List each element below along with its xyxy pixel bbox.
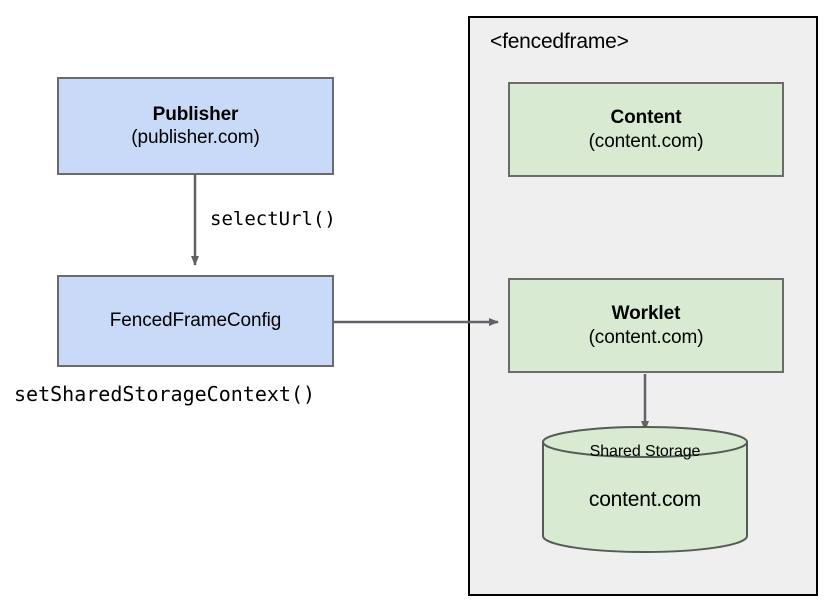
node-publisher: Publisher (publisher.com): [57, 77, 334, 175]
shared-storage-top-label: Shared Storage: [589, 443, 701, 460]
node-worklet-title: Worklet: [611, 303, 681, 325]
node-fenced-frame-config: FencedFrameConfig: [57, 275, 334, 367]
database-cylinder-icon: [542, 426, 748, 553]
node-fenced-frame-config-label: FencedFrameConfig: [109, 310, 282, 332]
node-publisher-subtitle: (publisher.com): [131, 127, 260, 148]
node-worklet-subtitle: (content.com): [588, 326, 704, 348]
node-worklet: Worklet (content.com): [508, 278, 784, 373]
annotation-set-shared-storage-context: setSharedStorageContext(): [14, 382, 316, 406]
shared-storage-body-label: content.com: [588, 488, 702, 511]
node-content-subtitle: (content.com): [588, 130, 704, 152]
node-publisher-title: Publisher: [152, 103, 239, 125]
edge-label-select-url: selectUrl(): [210, 208, 336, 230]
fencedframe-label: <fencedframe>: [490, 30, 629, 53]
node-content-title: Content: [610, 107, 682, 129]
node-content: Content (content.com): [508, 82, 784, 177]
node-shared-storage: Shared Storage content.com: [541, 426, 749, 556]
